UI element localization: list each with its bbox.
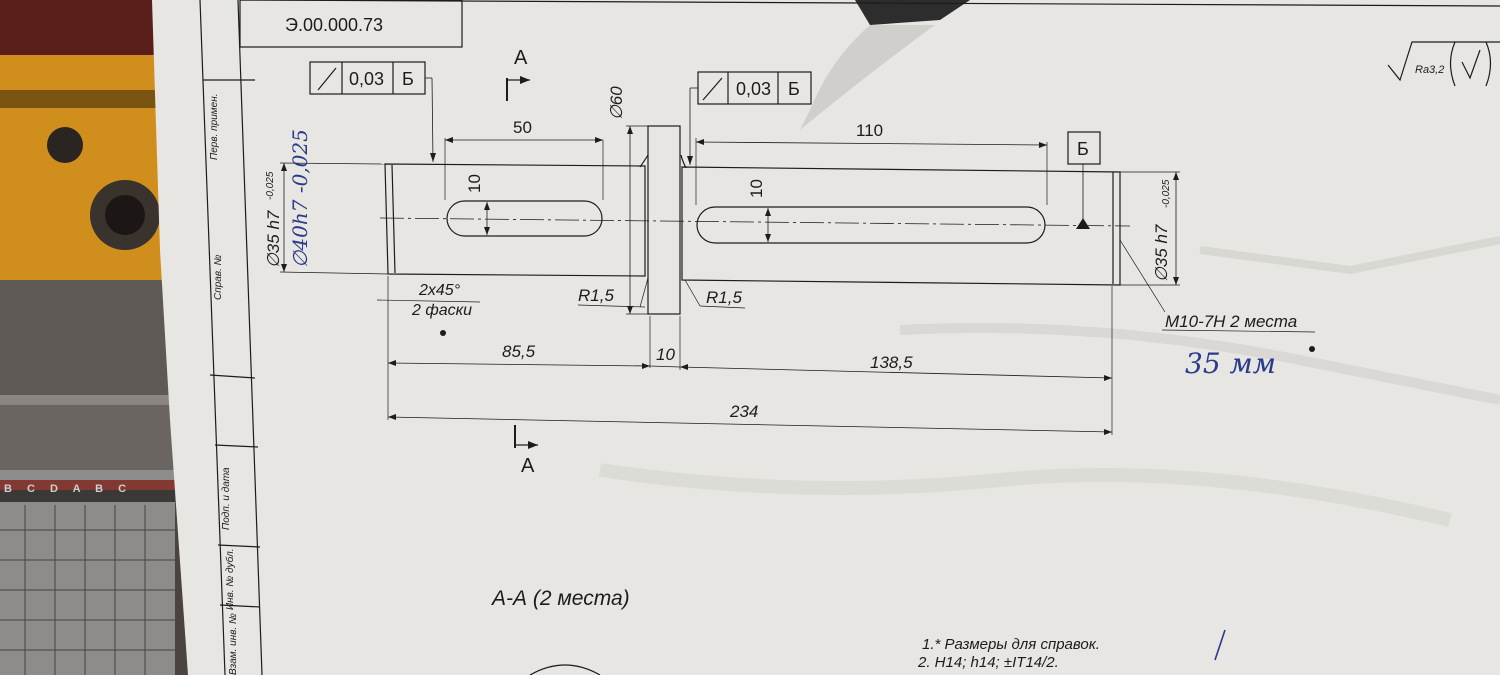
dim-234: 234 <box>730 402 759 421</box>
roughness-value: Ra3,2 <box>1415 64 1445 76</box>
dim-138-5: 138,5 <box>870 353 913 372</box>
dia-left-value: 35 h7 <box>264 210 283 254</box>
dim-110: 110 <box>856 121 884 140</box>
dia-right-value: 35 h7 <box>1152 224 1171 268</box>
title-block-c2: Справ. № <box>213 254 224 300</box>
chamfer-label: 2x45° <box>419 282 461 299</box>
fillet-left: R1,5 <box>578 286 614 305</box>
tol-left: -0,025 <box>265 171 276 200</box>
ruler-letters: B C D A B C <box>4 483 133 495</box>
dim-10: 10 <box>656 345 675 364</box>
steel-ruler <box>0 470 175 675</box>
dia-left: ∅35 h7 <box>264 210 283 268</box>
dim-85-5: 85,5 <box>502 342 536 361</box>
section-mark-top: А <box>514 47 528 69</box>
runout-left-value: 0,03 <box>349 69 385 89</box>
tol-right: -0,025 <box>1161 179 1172 208</box>
dim-50: 50 <box>513 118 532 137</box>
section-mark-bottom: А <box>521 455 535 477</box>
paper-sheet <box>152 0 1500 675</box>
datum-label: Б <box>1077 139 1089 159</box>
runout-right-value: 0,03 <box>736 79 772 99</box>
dim-key-right: 10 <box>747 179 766 198</box>
doc-number: Э.00.000.73 <box>285 15 384 35</box>
dim-d60: ∅60 <box>607 86 626 120</box>
thread-label: M10-7H 2 места <box>1165 312 1298 331</box>
section-title: А-А (2 места) <box>492 587 630 610</box>
title-block-c3: Подп. и дата <box>221 467 232 530</box>
chamfer-count: 2 фаски <box>412 302 473 319</box>
note-1: 1.* Размеры для справок. <box>922 636 1100 653</box>
title-block-c5: Взам. инв. № <box>228 613 239 675</box>
dim-d60-value: 60 <box>607 86 626 106</box>
vise-bolt <box>47 127 83 163</box>
title-block-c1: Перв. примен. <box>209 93 220 160</box>
dim-key-left: 10 <box>465 174 484 193</box>
handwritten-left: ∅40h7 -0,025 <box>288 129 312 268</box>
fillet-right: R1,5 <box>706 288 742 307</box>
runout-left-datum: Б <box>402 69 414 89</box>
handwritten-right: 35 мм <box>1185 347 1276 380</box>
note-2: 2. H14; h14; ±IT14/2. <box>918 654 1059 671</box>
title-block-c4: Инв. № дубл. <box>225 548 236 611</box>
runout-right-datum: Б <box>788 79 800 99</box>
dia-right: ∅35 h7 <box>1152 224 1171 282</box>
